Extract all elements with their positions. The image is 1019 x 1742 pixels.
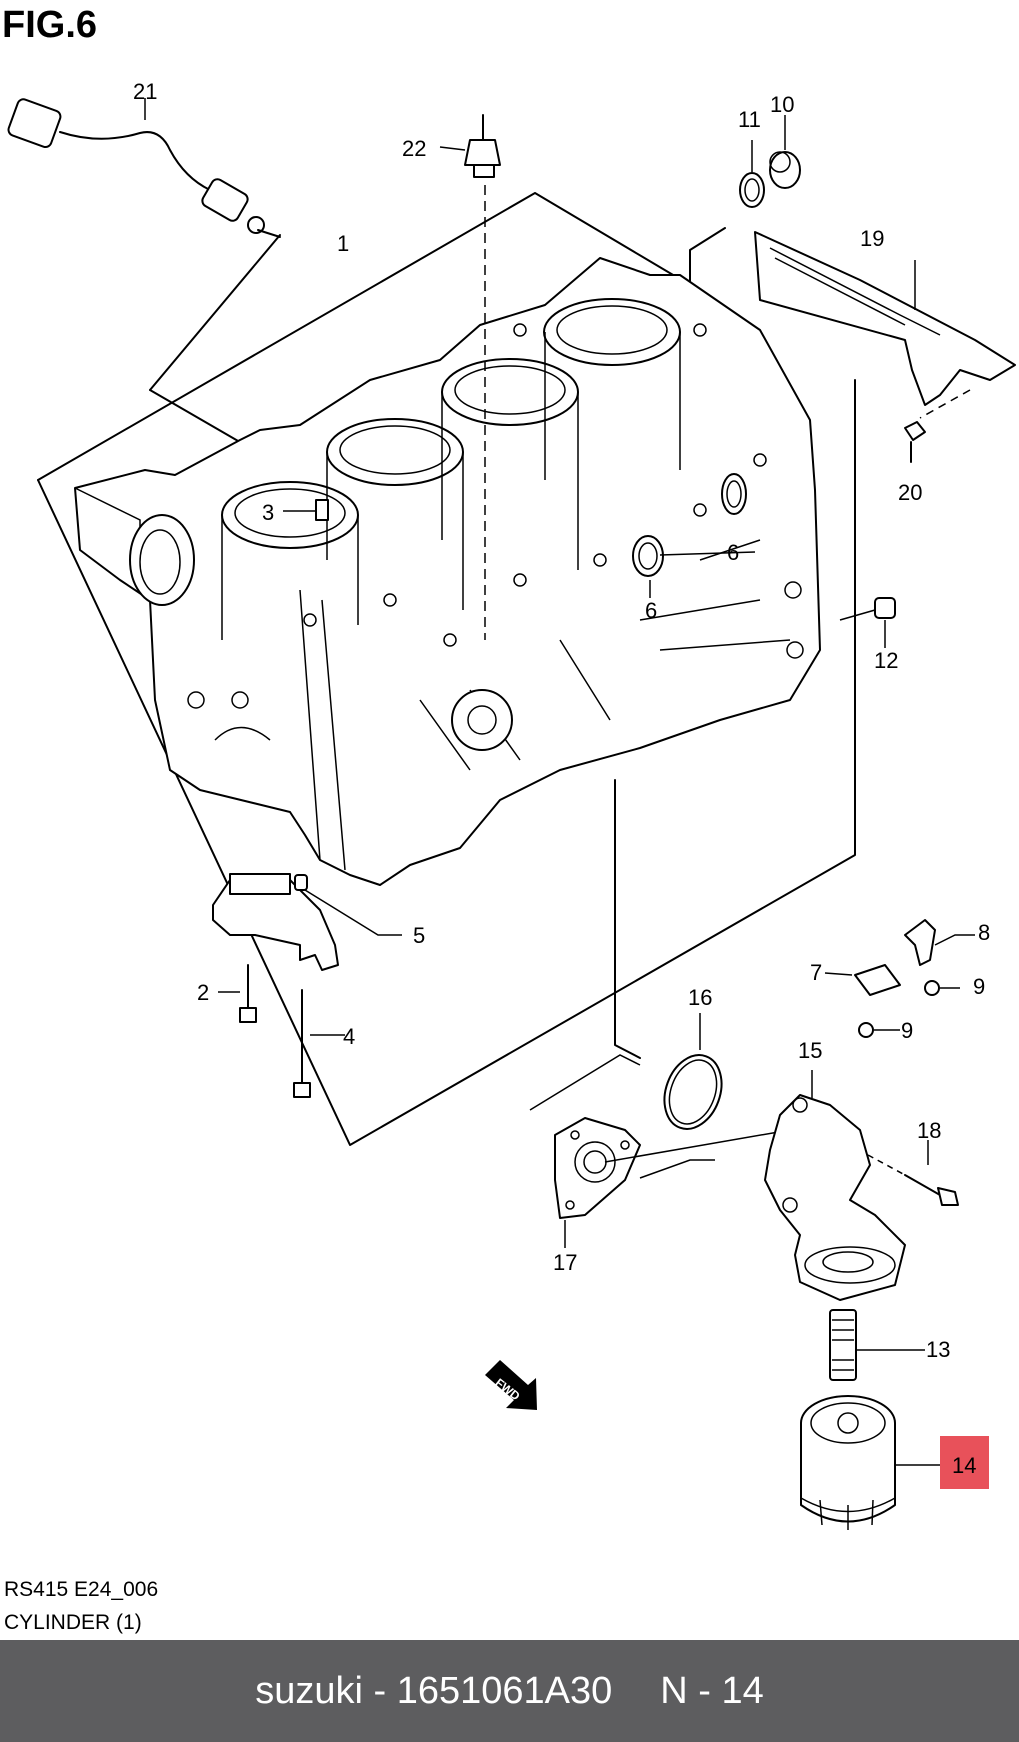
dowel-part-12 <box>839 597 896 648</box>
oil-pressure-switch-part-22 <box>439 114 501 640</box>
callout-12: 12 <box>874 648 898 673</box>
knock-sensor-part-21 <box>7 98 281 238</box>
gasket-plate-part-17 <box>554 1117 791 1248</box>
callout-22: 22 <box>402 136 426 161</box>
bolt-part-4 <box>293 989 345 1098</box>
callout-2: 2 <box>197 980 209 1005</box>
gasket-part-11 <box>739 140 765 208</box>
callout-7: 7 <box>810 960 822 985</box>
callout-16: 16 <box>688 985 712 1010</box>
filter-adapter-part-15 <box>764 1070 906 1301</box>
callout-20: 20 <box>898 480 922 505</box>
bolt-part-18 <box>867 1140 959 1206</box>
bracket-part-8 <box>904 919 975 966</box>
callout-18: 18 <box>917 1118 941 1143</box>
stud-part-13 <box>829 1309 925 1381</box>
callout-15: 15 <box>798 1038 822 1063</box>
footer-part-number: suzuki - 1651061A30 <box>255 1669 613 1712</box>
footer-position: N - 14 <box>660 1669 764 1712</box>
callout-14: 14 <box>952 1453 976 1478</box>
diagram-reference-code: RS415 E24_006 <box>4 1578 159 1601</box>
callout-21: 21 <box>133 79 157 104</box>
callout-19: 19 <box>860 226 884 251</box>
bearing-cap-part-5 <box>212 873 402 971</box>
callout-8: 8 <box>978 920 990 945</box>
callout-3: 3 <box>262 500 274 525</box>
callout-9b: 9 <box>901 1018 913 1043</box>
callout-17: 17 <box>553 1250 577 1275</box>
callout-1: 1 <box>337 231 349 256</box>
exploded-parts-diagram: FWD 1 2 3 4 5 6 6 7 8 9 9 10 11 12 13 14… <box>7 79 1016 1530</box>
callout-6b: 6 <box>645 598 657 623</box>
o-ring-part-16 <box>529 1013 723 1130</box>
figure-title: FIG.6 <box>2 4 98 46</box>
bracket-part-7 <box>824 964 901 996</box>
callout-13: 13 <box>926 1337 950 1362</box>
bolt-part-2 <box>218 964 257 1023</box>
callout-11: 11 <box>738 107 761 132</box>
diagram-section-name: CYLINDER (1) <box>4 1611 142 1634</box>
callout-10: 10 <box>770 92 794 117</box>
cylinder-block <box>74 257 821 886</box>
bolt-part-20 <box>904 421 926 463</box>
oil-filter-part-14 <box>800 1395 940 1530</box>
o-rings-part-6 <box>649 551 756 598</box>
plug-part-10 <box>769 115 801 189</box>
callout-9a: 9 <box>973 974 985 999</box>
callout-6a: 6 <box>727 540 739 565</box>
footer-bar: suzuki - 1651061A30 N - 14 <box>0 1640 1019 1742</box>
callout-4: 4 <box>343 1024 355 1049</box>
stud-part-3 <box>283 499 329 521</box>
callout-numbers: 1 2 3 4 5 6 6 7 8 9 9 10 11 12 13 14 15 … <box>133 79 990 1478</box>
bolt-part-9 <box>858 980 960 1038</box>
highlight-box <box>940 1436 989 1489</box>
callout-5: 5 <box>413 923 425 948</box>
cover-part-19 <box>754 231 1016 419</box>
fwd-arrow-icon: FWD <box>485 1360 537 1410</box>
